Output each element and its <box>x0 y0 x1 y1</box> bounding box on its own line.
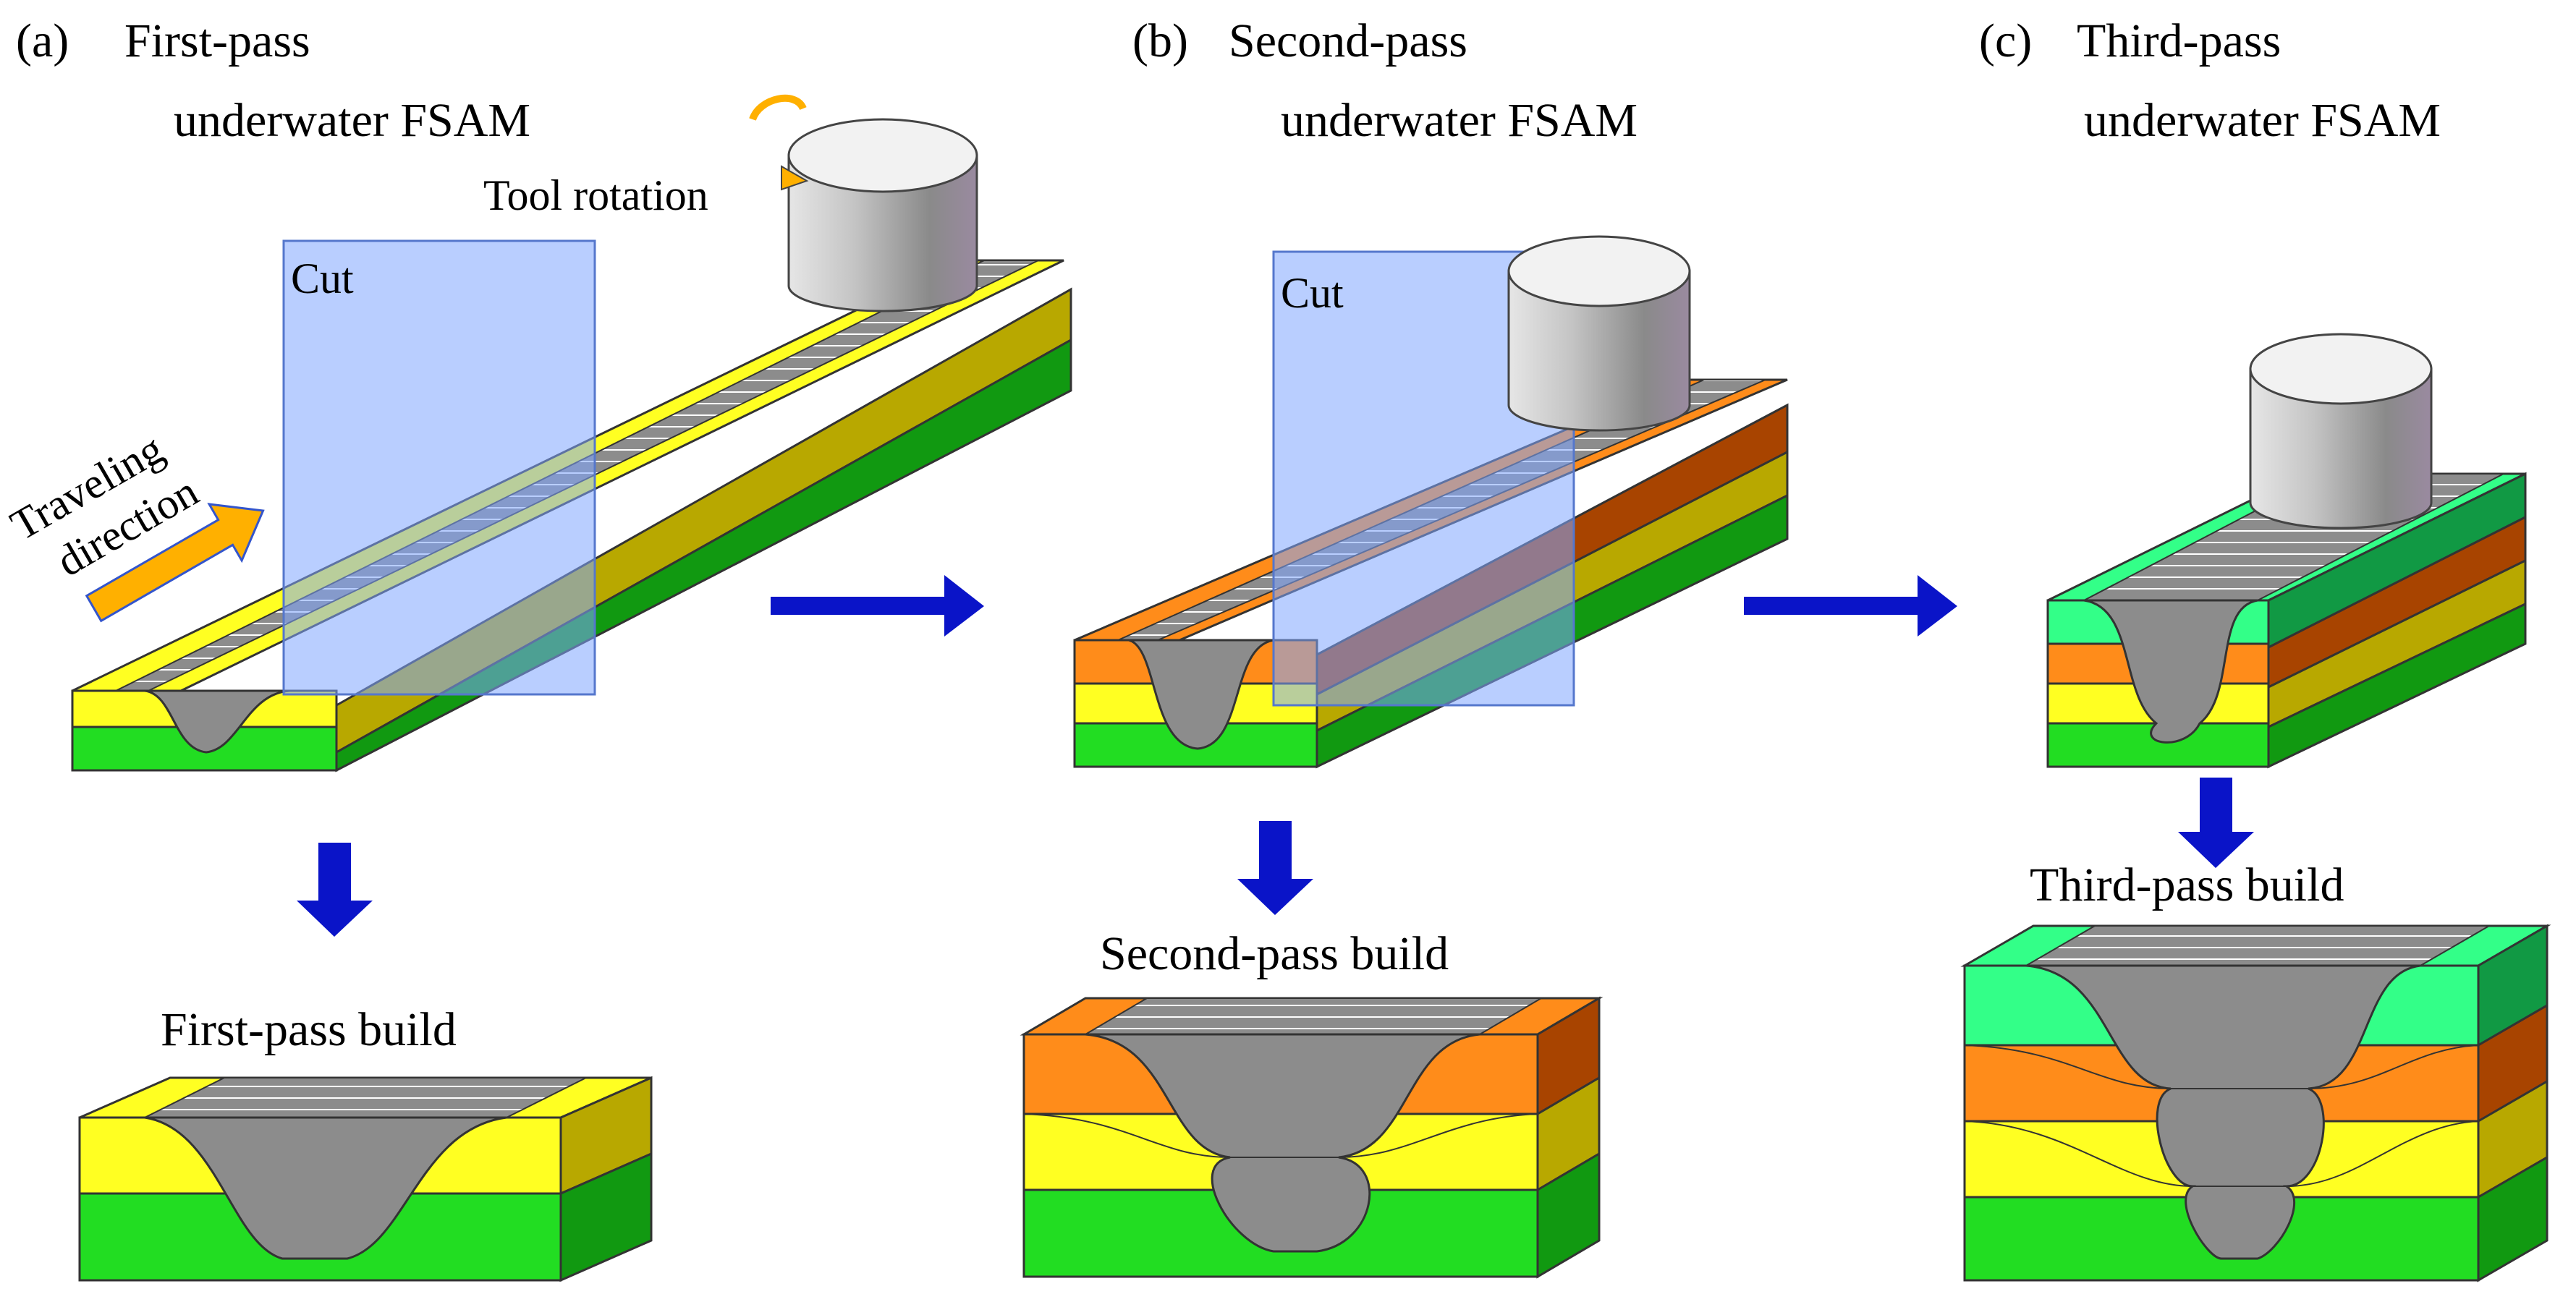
panel-b-cut-plane <box>1272 250 1575 707</box>
panel-c-tag: (c) <box>1979 14 2032 67</box>
panel-a-title-line2: underwater FSAM <box>174 94 530 147</box>
panel-a: (a) First-pass underwater FSAM Cut Tool <box>3 14 1072 1282</box>
panel-c: (c) Third-pass underwater FSAM Third-pas… <box>1960 14 2551 1282</box>
panel-a-title-line1: First-pass <box>124 14 310 67</box>
panel-a-build-block <box>78 1076 653 1282</box>
panel-c-title-line1: Third-pass <box>2077 14 2281 67</box>
panel-c-build-label: Third-pass build <box>2030 859 2344 911</box>
panel-b-tool <box>1507 235 1691 432</box>
arrow-a-to-b-icon <box>771 575 984 637</box>
panel-b-title-line1: Second-pass <box>1229 14 1467 67</box>
panel-c-title-line2: underwater FSAM <box>2084 94 2441 147</box>
panel-c-workpiece <box>2046 472 2527 769</box>
panel-c-build-block <box>1960 924 2551 1282</box>
traveling-arrow-icon <box>85 503 265 623</box>
panel-a-cut-label: Cut <box>291 255 354 302</box>
panel-b-tag: (b) <box>1132 14 1188 67</box>
tool-rotation-label: Tool rotation <box>483 171 708 219</box>
panel-a-tag: (a) <box>16 14 69 67</box>
panel-a-build-label: First-pass build <box>161 1003 457 1056</box>
rotation-arrow-icon <box>749 94 807 122</box>
panel-a-tool <box>787 118 978 312</box>
panel-c-down-arrow-icon <box>2178 778 2254 868</box>
panel-a-down-arrow-icon <box>297 843 373 937</box>
rotation-arrowhead-icon <box>781 165 809 191</box>
panel-b-title-line2: underwater FSAM <box>1281 94 1637 147</box>
panel-b-build-label: Second-pass build <box>1100 927 1449 980</box>
panel-b: (b) Second-pass underwater FSAM Cut Seco… <box>1020 14 1789 1279</box>
panel-b-build-block <box>1020 996 1603 1279</box>
panel-c-tool <box>2249 333 2433 529</box>
panel-a-cut-plane <box>282 239 596 696</box>
panel-b-down-arrow-icon <box>1237 821 1313 915</box>
arrow-b-to-c-icon <box>1744 575 1957 637</box>
panel-b-cut-label: Cut <box>1281 269 1344 317</box>
